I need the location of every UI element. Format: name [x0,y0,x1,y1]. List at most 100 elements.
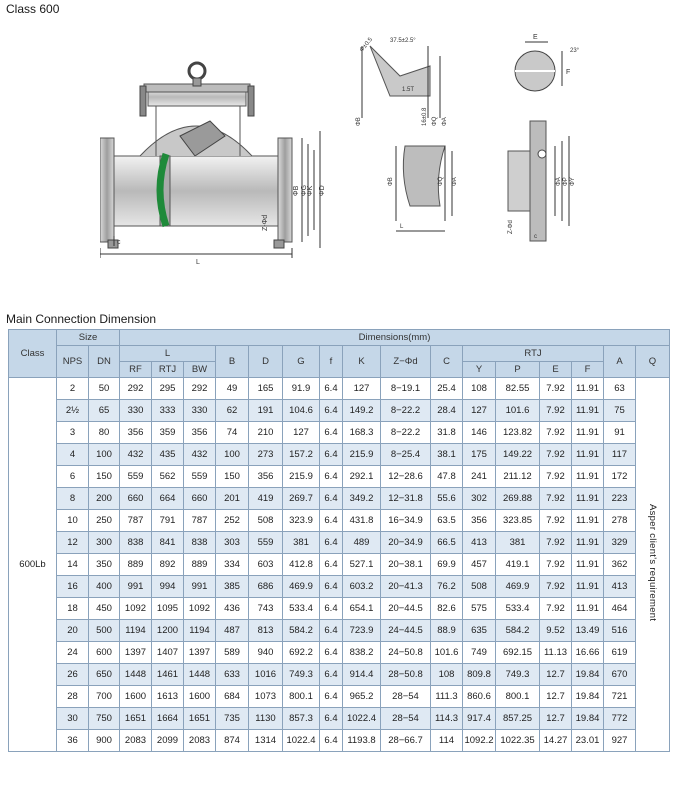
header-nps: NPS [56,345,89,378]
table-cell: 787 [119,509,152,532]
table-cell: 111.3 [430,685,463,708]
header-rtj-l: RTJ [151,361,184,378]
table-cell: 19.84 [571,685,604,708]
table-cell: 66.5 [430,531,463,554]
table-cell: 101.6 [430,641,463,664]
table-cell: 917.4 [462,707,496,730]
table-cell: 1193.8 [342,729,381,752]
table-cell: 11.91 [571,399,604,422]
table-cell: 149.22 [495,443,540,466]
table-cell: 3 [56,421,89,444]
header-rf: RF [119,361,152,378]
table-cell: 723.9 [342,619,381,642]
table-cell: 7.92 [539,465,572,488]
table-cell: 12−31.8 [380,487,431,510]
table-cell: 28 [56,685,89,708]
bevel-A-label: ΦA [442,117,448,126]
table-cell: 6.4 [319,729,343,752]
table-cell: 210 [248,421,283,444]
table-cell: 562 [151,465,184,488]
table-cell: 857.25 [495,707,540,730]
table-cell: 508 [248,509,283,532]
dim-c-label: c [117,239,121,246]
table-cell: 6.4 [319,575,343,598]
table-cell: 432 [119,443,152,466]
dim-zd-label: Z-Φd [262,215,269,231]
table-cell: 6.4 [319,531,343,554]
table-cell: 20−38.1 [380,553,431,576]
table-cell: 500 [88,619,120,642]
table-cell: 469.9 [282,575,320,598]
table-cell: 149.2 [342,399,381,422]
table-cell: 619 [603,641,636,664]
table-cell: 686 [248,575,283,598]
table-cell: 28−66.7 [380,729,431,752]
table-cell: 749.3 [495,663,540,686]
table-cell: 889 [119,553,152,576]
bw-L-label: L [400,224,404,230]
table-cell: 19.84 [571,707,604,730]
table-cell: 114.3 [430,707,463,730]
table-cell: 333 [151,399,184,422]
table-cell: 11.91 [571,377,604,400]
table-cell: 8−22.2 [380,421,431,444]
q-note: Asper client's requirement [647,504,658,622]
table-cell: 6.4 [319,707,343,730]
table-cell: 24−50.8 [380,641,431,664]
table-cell: 772 [603,707,636,730]
q-cell: Asper client's requirement [635,377,670,752]
table-cell: 349.2 [342,487,381,510]
table-cell: 874 [215,729,249,752]
table-cell: 2083 [183,729,216,752]
table-cell: 36 [56,729,89,752]
table-cell: 292 [119,377,152,400]
dimension-table: Class Size Dimensions(mm) NPS DN L B D G… [8,329,670,752]
table-cell: 6.4 [319,487,343,510]
section-title: Main Connection Dimension [6,312,157,326]
table-cell: 813 [248,619,283,642]
table-cell: 436 [215,597,249,620]
table-cell: 2099 [151,729,184,752]
table-cell: 6.4 [319,553,343,576]
table-cell: 431.8 [342,509,381,532]
table-cell: 23.01 [571,729,604,752]
table-cell: 63.5 [430,509,463,532]
table-cell: 14.27 [539,729,572,752]
table-cell: 250 [88,509,120,532]
table-cell: 527.1 [342,553,381,576]
table-cell: 2 [56,377,89,400]
table-cell: 1073 [248,685,283,708]
table-cell: 6.4 [319,399,343,422]
table-cell: 330 [119,399,152,422]
table-cell: 91.9 [282,377,320,400]
page-title: Class 600 [6,2,60,16]
table-cell: 633 [215,663,249,686]
rtj-c-label: c [534,234,537,240]
header-P: P [495,361,540,378]
table-cell: 1016 [248,663,283,686]
header-zd: Z−Φd [380,345,431,378]
table-cell: 11.91 [571,597,604,620]
table-cell: 16.66 [571,641,604,664]
table-cell: 809.8 [462,663,496,686]
table-cell: 323.85 [495,509,540,532]
table-cell: 211.12 [495,465,540,488]
table-cell: 172 [603,465,636,488]
table-cell: 28−54 [380,685,431,708]
table-cell: 7.92 [539,421,572,444]
table-cell: 991 [119,575,152,598]
bw-B-label: ΦB [388,177,394,186]
table-cell: 7.92 [539,443,572,466]
table-cell: 6.4 [319,597,343,620]
bevel-Q-label: ΦQ [432,116,438,126]
table-cell: 100 [88,443,120,466]
table-cell: 30 [56,707,89,730]
table-cell: 157.2 [282,443,320,466]
table-cell: 6 [56,465,89,488]
